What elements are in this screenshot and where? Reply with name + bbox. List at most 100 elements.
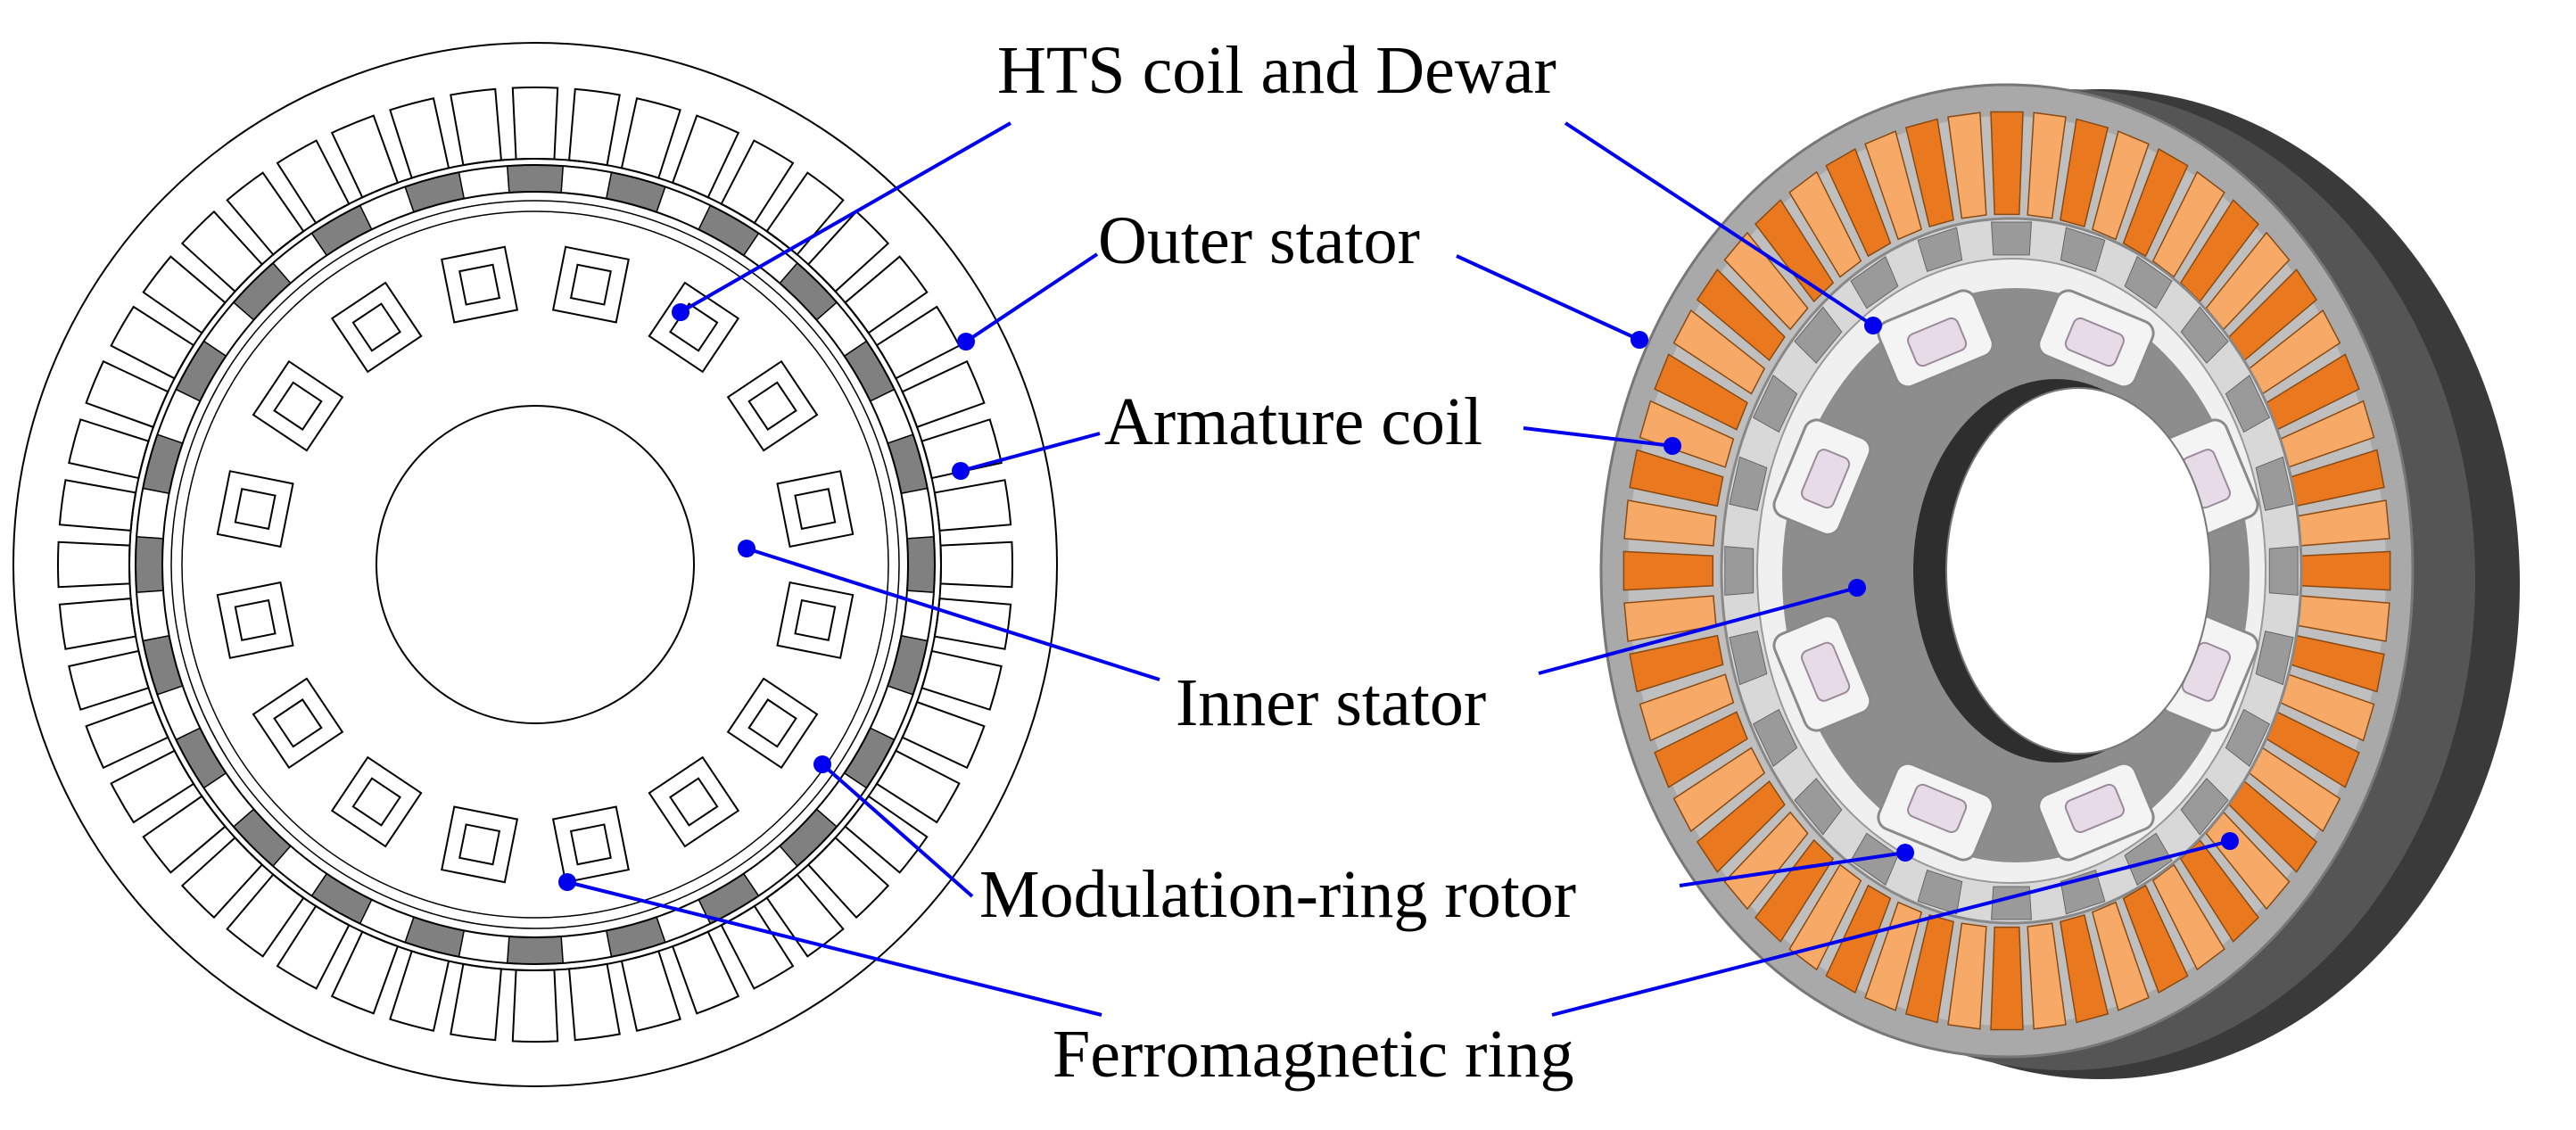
- armature-coil-3d: [2060, 913, 2110, 1024]
- armature-coil-3d: [1623, 595, 1717, 642]
- modulation-segment-3d: [2225, 375, 2271, 433]
- hts-coil-3d: [1907, 783, 1968, 834]
- armature-coil-3d: [2091, 130, 2150, 241]
- modulation-segment-3d: [2268, 546, 2299, 596]
- armature-coil-3d: [1788, 170, 1862, 278]
- hts-coil-dewar: [648, 281, 740, 374]
- leader-line: [680, 121, 1011, 314]
- stator-bore-circle: [128, 158, 942, 971]
- leader-dot: [1848, 579, 1866, 597]
- hts-coil-dewar-3d: [1877, 289, 1994, 389]
- armature-coil-3d: [2091, 901, 2150, 1011]
- armature-coil-3d: [1947, 922, 1987, 1030]
- hts-coil-dewar: [441, 805, 519, 884]
- label-modulation-ring-rotor: Modulation-ring rotor: [979, 857, 1576, 932]
- armature-coil-3d: [1696, 779, 1786, 873]
- leader-dot: [952, 462, 970, 480]
- armature-coil-3d: [2299, 550, 2391, 591]
- hts-coil: [747, 381, 797, 431]
- hts-coil-dewar-3d: [2037, 762, 2155, 862]
- hts-coil-dewar-3d: [1877, 762, 1994, 862]
- leader-line: [1523, 426, 1673, 448]
- modulation-segment-3d: [1752, 708, 1798, 767]
- hts-coil-dewar: [330, 755, 423, 848]
- hts-coil: [458, 263, 501, 306]
- armature-coil-3d: [1654, 353, 1748, 431]
- armature-coil-3d: [1654, 711, 1748, 788]
- modulation-segment-3d: [1917, 227, 1963, 272]
- ferromagnetic-ring-inner: [181, 210, 889, 919]
- leader-dot: [2221, 832, 2239, 850]
- modulation-segment-3d: [2124, 255, 2173, 309]
- armature-coil-3d: [1639, 673, 1735, 742]
- armature-coil-3d: [2179, 838, 2259, 943]
- hts-coil-3d: [1801, 449, 1851, 509]
- modulation-segment: [506, 164, 565, 194]
- modulation-segment-3d: [1752, 375, 1798, 433]
- modulation-segment-3d: [1794, 306, 1843, 364]
- label-hts-coil-and-dewar: HTS coil and Dewar: [997, 33, 1556, 108]
- armature-coil-3d: [1696, 268, 1786, 362]
- modulation-segment-3d: [1917, 870, 1963, 915]
- hts-coil: [794, 488, 837, 531]
- hts-coil-dewar: [776, 470, 855, 549]
- modulation-segment-3d: [1729, 456, 1768, 511]
- leader-dot: [672, 303, 689, 321]
- hts-coil: [569, 263, 612, 306]
- modulation-segment-3d: [1991, 221, 2032, 256]
- armature-slot: [511, 87, 559, 161]
- leader-dot: [957, 333, 975, 351]
- ferromagnetic-ring-outer: [170, 200, 900, 929]
- hts-coil-dewar-3d: [1772, 614, 1872, 732]
- modulation-segment-3d: [2060, 227, 2106, 272]
- hts-coil: [458, 823, 501, 866]
- hts-coil-3d: [2064, 783, 2125, 834]
- armature-coil-3d: [2122, 147, 2189, 258]
- armature-coil-3d: [1904, 118, 1954, 228]
- hts-coil-dewar: [551, 805, 630, 884]
- leader-dot: [813, 755, 831, 773]
- leader-line: [1679, 851, 1906, 887]
- armature-coil-3d: [1904, 913, 1954, 1024]
- hts-coil-dewar: [216, 470, 294, 549]
- armature-coil-3d: [2060, 118, 2110, 228]
- label-inner-stator: Inner stator: [1176, 665, 1486, 740]
- modulation-segment-3d: [2255, 456, 2294, 511]
- leader-line: [746, 547, 1160, 681]
- render-3d-view: [1599, 83, 2520, 1079]
- hts-coil-dewar: [648, 755, 740, 848]
- hts-coil: [747, 698, 797, 748]
- hts-coil-3d: [1801, 641, 1851, 702]
- leader-line: [566, 880, 1102, 1017]
- armature-slot: [939, 540, 1014, 589]
- hts-coil: [794, 598, 837, 641]
- armature-coil-3d: [2027, 922, 2067, 1030]
- hts-coil-3d: [1907, 317, 1968, 367]
- leader-dot: [1664, 437, 1681, 455]
- modulation-segment-3d: [2180, 306, 2229, 364]
- hts-coil: [234, 488, 277, 531]
- armature-coil-3d: [1723, 811, 1809, 911]
- hts-coil: [273, 698, 323, 748]
- armature-coil-3d: [1990, 111, 2024, 216]
- label-ferromagnetic-ring: Ferromagnetic ring: [1053, 1017, 1574, 1092]
- armature-coil-3d: [1672, 746, 1766, 833]
- leader-line: [1456, 254, 1640, 342]
- armature-coil-3d: [1622, 550, 1714, 591]
- armature-coil-3d: [1990, 926, 2024, 1031]
- hts-coil: [351, 302, 401, 352]
- hts-coil-dewar: [216, 581, 294, 659]
- armature-coil-3d: [1788, 863, 1862, 971]
- leader-dot: [1631, 331, 1648, 349]
- leader-line: [964, 252, 1099, 343]
- label-outer-stator: Outer stator: [1098, 203, 1420, 278]
- modulation-segment: [135, 535, 164, 594]
- label-armature-coil: Armature coil: [1104, 384, 1482, 459]
- armature-coil-3d: [2151, 170, 2225, 278]
- modulation-segment: [906, 535, 936, 594]
- armature-coil-3d: [2027, 111, 2067, 219]
- hts-coil-dewar: [551, 245, 630, 324]
- shaft-bore: [1945, 387, 2211, 755]
- hts-coil: [569, 823, 612, 866]
- hts-coil: [669, 777, 719, 827]
